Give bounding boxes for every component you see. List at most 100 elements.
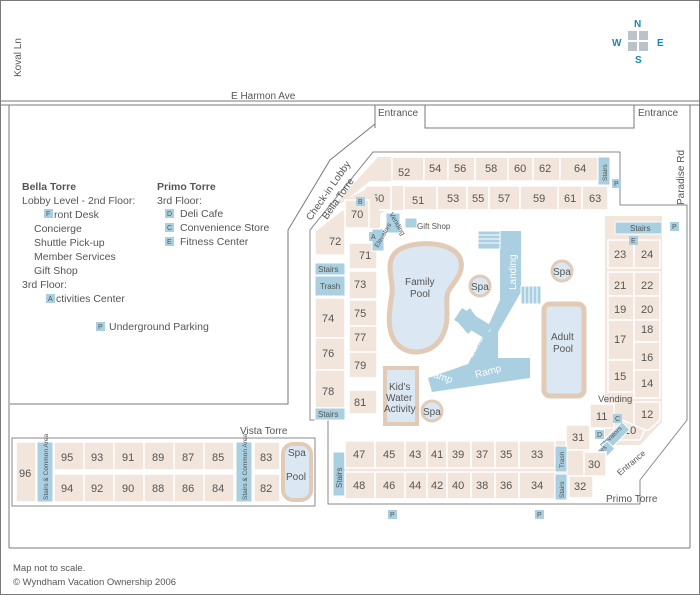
unit-label: 46 — [383, 480, 395, 492]
unit-label: 47 — [353, 449, 365, 461]
spa-south — [420, 399, 444, 423]
unit-label: 11 — [596, 411, 607, 423]
unit — [314, 369, 346, 409]
unit-label: 14 — [641, 378, 653, 390]
unit-label: 22 — [641, 280, 653, 292]
unit — [507, 156, 534, 182]
compass-east: E — [657, 38, 664, 49]
tag-e-label: E — [631, 238, 636, 245]
legend-deli: Deli Cafe — [180, 208, 223, 220]
unit-label: 51 — [412, 195, 424, 207]
unit-label: 60 — [514, 163, 526, 175]
legend-bella-title: Bella Torre — [22, 181, 76, 193]
legend-shuttle: Shuttle Pick-up — [34, 237, 105, 249]
stairs-south-east-label: Stairs — [559, 481, 566, 498]
koval-ln-label: Koval Ln — [13, 38, 24, 77]
legend-convenience: Convenience Store — [180, 222, 269, 234]
vista-torre-label: Vista Torre — [240, 426, 288, 437]
stairs-common-left — [36, 441, 54, 503]
unit-label: 86 — [182, 483, 194, 495]
unit-label: 82 — [260, 483, 272, 495]
unit-label: 34 — [531, 480, 543, 492]
unit-label: 70 — [351, 209, 363, 221]
stairs-north — [597, 156, 611, 186]
unit — [314, 297, 346, 339]
unit — [83, 473, 115, 503]
kids-label-3: Activity — [384, 404, 416, 415]
unit-label: 63 — [589, 193, 601, 205]
unit — [568, 475, 594, 499]
spa-south-label: Spa — [423, 407, 441, 418]
legend: Bella Torre Lobby Level - 2nd Floor: F r… — [22, 181, 269, 333]
unit-label: 44 — [409, 480, 421, 492]
legend-front-desk: ront Desk — [54, 209, 100, 221]
unit — [488, 185, 521, 211]
unit-label: 96 — [19, 468, 31, 480]
unit-label: 74 — [322, 313, 334, 325]
unit — [348, 389, 378, 415]
legend-member: Member Services — [34, 251, 116, 263]
unit — [559, 156, 599, 182]
landing-ramp-structure — [428, 231, 530, 392]
stairs-common-right-label: Stairs & Common Area — [242, 434, 249, 500]
unit — [314, 337, 346, 371]
unit-label: 30 — [588, 459, 600, 471]
vista-torre-outline — [11, 437, 316, 507]
stairs-common-left-label: Stairs & Common Area — [43, 434, 50, 500]
unit-label: 55 — [472, 193, 484, 205]
unit — [173, 441, 205, 471]
unit-label: 79 — [354, 360, 366, 372]
unit — [143, 441, 175, 471]
family-pool — [386, 241, 464, 355]
unit — [565, 424, 591, 451]
e-harmon-ave-label: E Harmon Ave — [231, 91, 296, 102]
tag-c — [613, 414, 622, 423]
vista-spa-label: Spa — [288, 448, 306, 459]
unit-label: 72 — [329, 236, 341, 248]
unit-label: 53 — [447, 193, 459, 205]
tag-p-north — [612, 179, 621, 188]
legend-tag-d-label: D — [167, 211, 172, 218]
unit-label: 40 — [452, 480, 464, 492]
unit-label: 23 — [614, 249, 626, 261]
legend-bella-lobby: Lobby Level - 2nd Floor: — [22, 195, 135, 207]
stairs-west-box — [314, 262, 346, 276]
unit-label: 16 — [641, 352, 653, 364]
tag-p-east — [670, 222, 679, 231]
tag-p-south-1-label: P — [390, 512, 395, 519]
unit-label: 58 — [485, 163, 497, 175]
compass-south: S — [635, 55, 642, 66]
unit-label: 33 — [531, 449, 543, 461]
tag-a — [369, 232, 378, 241]
unit-label: 91 — [122, 452, 134, 464]
unit-label: 95 — [61, 452, 73, 464]
tag-p-south-1 — [388, 510, 397, 519]
unit-label: 38 — [476, 480, 488, 492]
legend-tag-e — [165, 237, 174, 246]
entrance-right-label: Entrance — [638, 108, 678, 119]
unit — [403, 185, 438, 211]
legend-concierge: Concierge — [34, 223, 82, 235]
unit-label: 93 — [91, 452, 103, 464]
footer-scale: Map not to scale. — [13, 563, 85, 574]
main-building-outline — [309, 151, 688, 505]
unit — [474, 156, 509, 182]
unit-label: 52 — [398, 167, 410, 179]
unit — [423, 156, 449, 182]
compass-rose: N S W E — [612, 19, 664, 66]
unit — [15, 441, 37, 503]
unit-label: 61 — [564, 193, 576, 205]
unit — [203, 441, 235, 471]
south-wing-units: 47 45 43 41 39 37 35 33 48 46 44 42 40 3… — [344, 424, 607, 500]
unit — [446, 440, 472, 469]
unit — [607, 359, 635, 393]
unit-label: 87 — [182, 452, 194, 464]
unit-label: 37 — [476, 449, 488, 461]
unit-label: 94 — [61, 483, 73, 495]
unit-label: 18 — [641, 324, 653, 336]
unit — [447, 156, 476, 182]
compass-west: W — [612, 38, 622, 49]
trash-south-box — [554, 445, 568, 473]
unit — [314, 209, 346, 256]
unit — [633, 341, 661, 371]
